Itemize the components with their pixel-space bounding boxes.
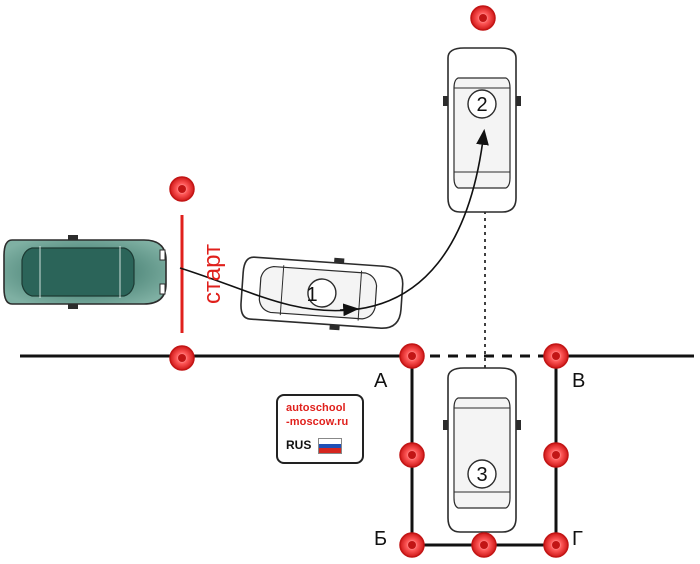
car-start: [3, 235, 167, 309]
cone-corner-g: [543, 532, 569, 558]
watermark-stamp: autoschool -moscow.ru RUS: [276, 394, 364, 464]
position-2-badge: [467, 89, 497, 119]
cone-corner-v: [543, 343, 569, 369]
cone-top-right: [470, 5, 496, 31]
watermark-country: RUS: [286, 438, 312, 452]
trajectory-arrow-car1: [339, 303, 360, 317]
corner-label-b: Б: [374, 528, 387, 550]
position-3-badge: [467, 459, 497, 489]
position-1-number: 1: [306, 284, 317, 306]
position-3-number: 3: [476, 464, 487, 486]
start-label: старт: [199, 244, 226, 304]
corner-label-a: А: [374, 370, 388, 392]
russian-flag-icon: [318, 438, 342, 454]
cone-start-road: [169, 345, 195, 371]
cone-bottom-mid: [471, 532, 497, 558]
cone-right-mid: [543, 442, 569, 468]
car-position-3: [443, 367, 521, 533]
car-position-2: [443, 47, 521, 213]
watermark-line-2: -moscow.ru: [286, 416, 349, 428]
position-2-number: 2: [476, 94, 487, 116]
position-1-badge: [307, 278, 337, 308]
cone-start-top: [169, 176, 195, 202]
corner-label-v: В: [572, 370, 585, 392]
cone-corner-a: [399, 343, 425, 369]
corner-label-g: Г: [572, 528, 583, 550]
watermark-line-1: autoschool: [286, 402, 346, 414]
cone-left-mid: [399, 442, 425, 468]
car-position-1: [240, 256, 404, 331]
cone-corner-b: [399, 532, 425, 558]
